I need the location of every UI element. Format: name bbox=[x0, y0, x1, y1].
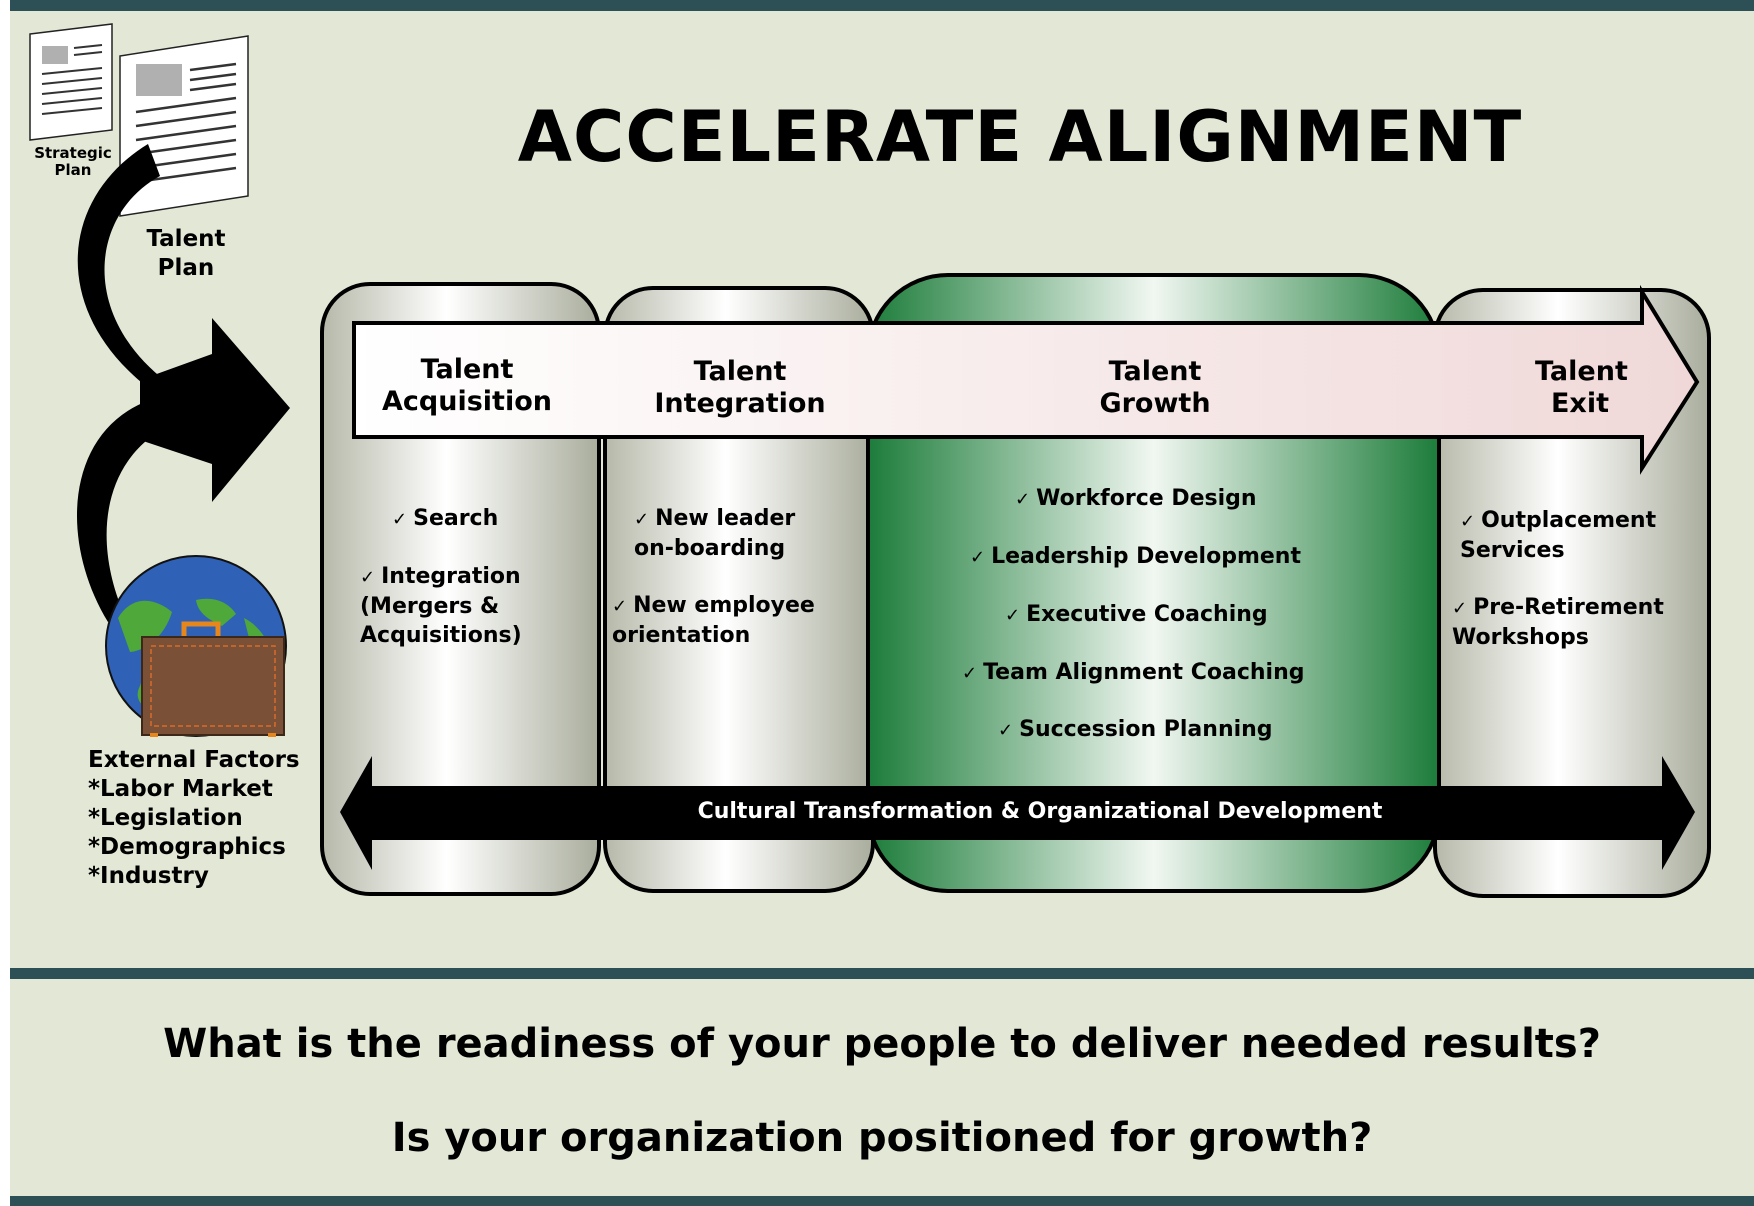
band-label: Cultural Transformation & Organizational… bbox=[697, 799, 1383, 824]
check-icon: ✓ bbox=[392, 509, 408, 530]
list-item: ✓Pre-Retirement Workshops bbox=[1452, 595, 1664, 650]
check-icon: ✓ bbox=[998, 720, 1014, 741]
list-item: ✓Team Alignment Coaching bbox=[962, 660, 1305, 685]
list-item: ✓Outplacement Services bbox=[1460, 508, 1657, 563]
strategic-plan-label: Strategic Plan bbox=[34, 144, 112, 179]
external-factor-item: *Legislation bbox=[88, 805, 243, 831]
strategic-plan-document-icon bbox=[29, 23, 113, 141]
external-factor-item: *Industry bbox=[88, 863, 209, 889]
list-item: ✓Workforce Design bbox=[1015, 486, 1257, 511]
check-icon: ✓ bbox=[360, 567, 376, 588]
list-item: ✓Leadership Development bbox=[970, 544, 1301, 569]
briefcase-icon bbox=[141, 621, 285, 737]
page-title: ACCELERATE ALIGNMENT bbox=[517, 96, 1523, 178]
curved-arrow-icon bbox=[76, 144, 290, 622]
external-factors-title: External Factors bbox=[88, 747, 300, 773]
check-icon: ✓ bbox=[1460, 511, 1476, 532]
list-item: ✓Search bbox=[392, 506, 499, 531]
talent-plan-label: Talent Plan bbox=[146, 226, 226, 281]
divider-bar bbox=[10, 968, 1754, 979]
talent-lifecycle-arrow bbox=[352, 284, 1700, 475]
question-readiness: What is the readiness of your people to … bbox=[163, 1021, 1601, 1067]
list-item: ✓New employee orientation bbox=[612, 593, 815, 648]
question-growth: Is your organization positioned for grow… bbox=[391, 1115, 1373, 1161]
bottom-bar bbox=[10, 1196, 1754, 1206]
external-factor-item: *Demographics bbox=[88, 834, 286, 860]
external-factor-item: *Labor Market bbox=[88, 776, 273, 802]
check-icon: ✓ bbox=[970, 547, 986, 568]
stage-title-growth: Talent Growth bbox=[1099, 356, 1211, 419]
check-icon: ✓ bbox=[1452, 598, 1468, 619]
list-item: ✓Integration (Mergers & Acquisitions) bbox=[360, 564, 522, 648]
cultural-transformation-band bbox=[340, 756, 1695, 870]
top-bar bbox=[10, 0, 1754, 11]
list-item: ✓New leader on-boarding bbox=[634, 506, 796, 561]
check-icon: ✓ bbox=[612, 596, 628, 617]
check-icon: ✓ bbox=[1015, 489, 1031, 510]
stage-title-acquisition: Talent Acquisition bbox=[382, 354, 552, 417]
check-icon: ✓ bbox=[1005, 605, 1021, 626]
list-item: ✓Succession Planning bbox=[998, 717, 1273, 742]
external-factors: External Factors *Labor Market *Legislat… bbox=[88, 746, 318, 891]
list-item: ✓Executive Coaching bbox=[1005, 602, 1268, 627]
check-icon: ✓ bbox=[634, 509, 650, 530]
stage-title-exit: Talent Exit bbox=[1535, 356, 1628, 419]
check-icon: ✓ bbox=[962, 663, 978, 684]
stage-title-integration: Talent Integration bbox=[654, 356, 826, 419]
